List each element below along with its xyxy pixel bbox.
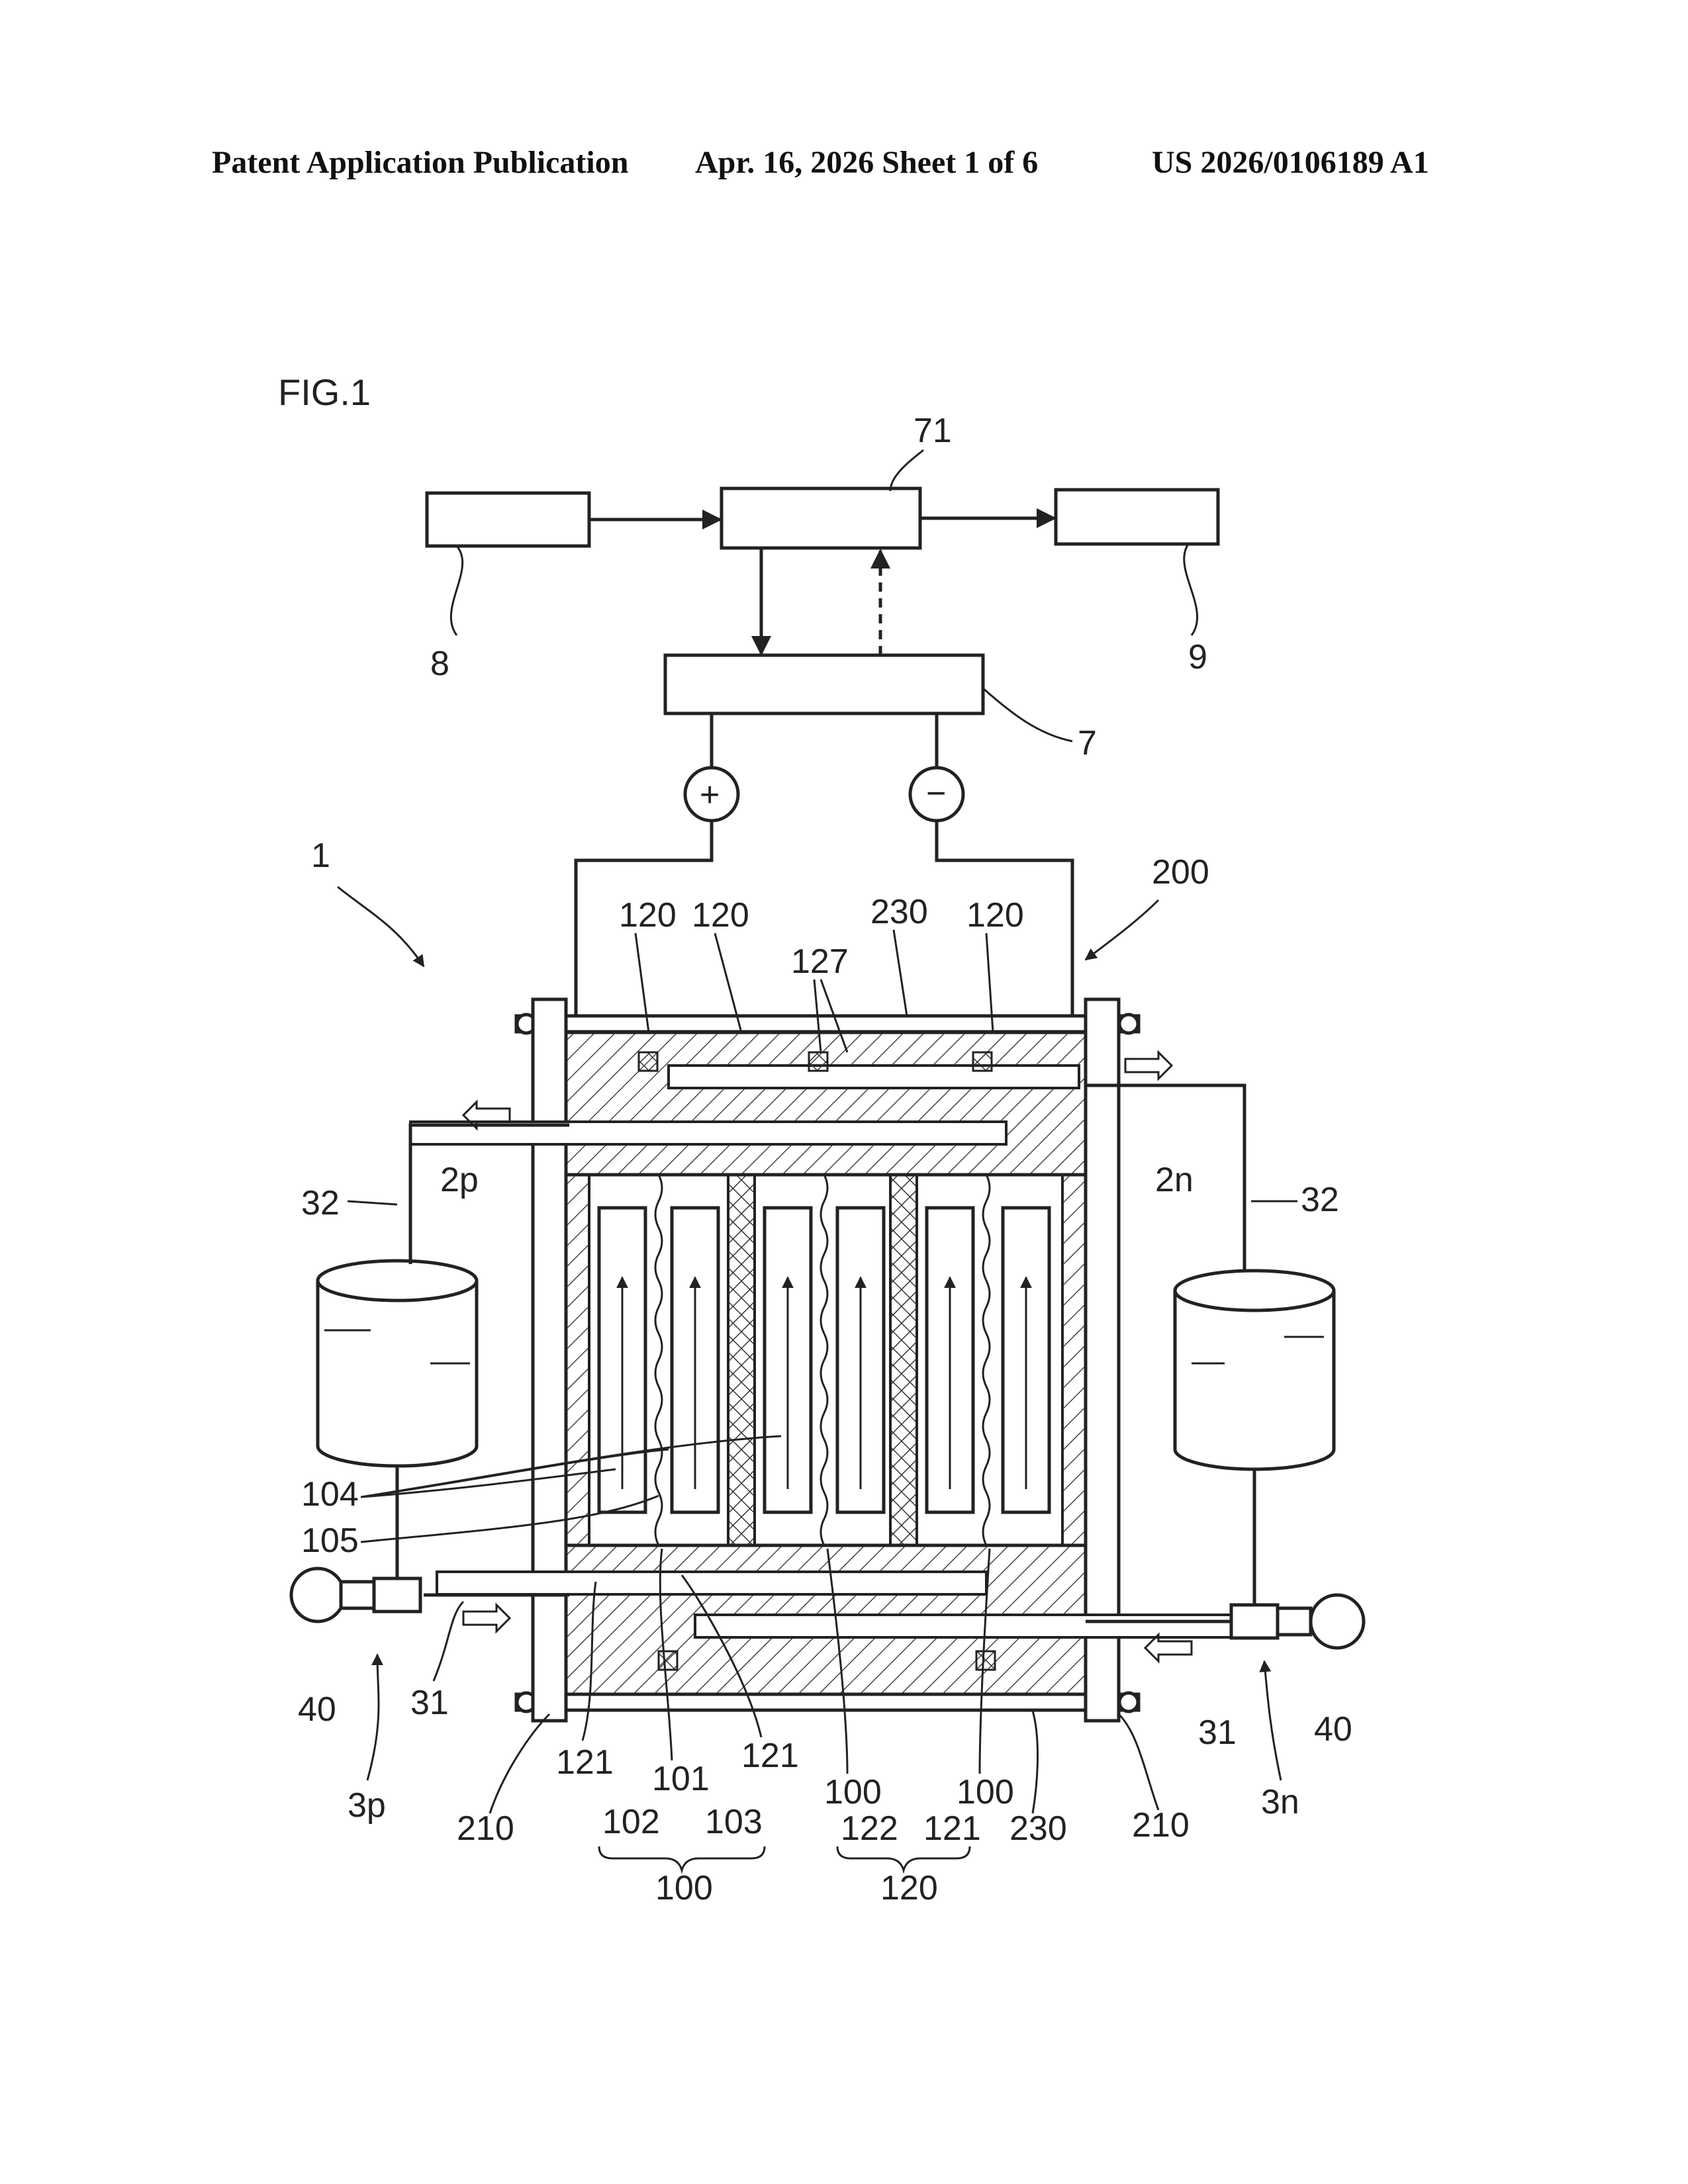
leader-1 <box>338 887 424 966</box>
block-8 <box>427 493 589 546</box>
seal-top-3 <box>973 1052 992 1071</box>
label-7: 7 <box>1078 724 1097 762</box>
brace-120 <box>837 1846 970 1870</box>
leader-9 <box>1184 544 1197 635</box>
label-121-a: 121 <box>556 1743 614 1782</box>
end-plate-left <box>533 999 566 1721</box>
leader-7 <box>983 688 1072 741</box>
label-120-group: 120 <box>880 1869 938 1907</box>
label-40-left: 40 <box>298 1690 336 1729</box>
side-wall-right <box>1062 1175 1086 1545</box>
label-230-bottom: 230 <box>1009 1809 1067 1848</box>
pump-negative <box>1311 1595 1364 1648</box>
nut-top-right <box>1119 1015 1138 1033</box>
label-9: 9 <box>1188 638 1207 676</box>
label-121-c: 121 <box>923 1809 981 1848</box>
label-105: 105 <box>301 1522 359 1560</box>
pump-connector-negative <box>1231 1605 1278 1638</box>
wire-positive <box>576 713 712 1019</box>
label-71: 71 <box>914 412 952 450</box>
pump-positive-body <box>341 1582 374 1608</box>
seal-bottom-2 <box>976 1651 995 1670</box>
label-102: 102 <box>602 1803 660 1841</box>
bottom-manifold-upper <box>437 1572 986 1594</box>
label-3p: 3p <box>348 1786 386 1825</box>
label-104: 104 <box>301 1475 359 1514</box>
label-100-group: 100 <box>655 1869 713 1907</box>
figure-title: FIG.1 <box>278 371 371 413</box>
hollow-arrow-top-right <box>1125 1052 1172 1079</box>
label-127: 127 <box>791 942 849 981</box>
leader-230-top <box>894 930 907 1016</box>
block-7 <box>665 655 983 713</box>
pump-positive <box>291 1569 344 1621</box>
leader-200 <box>1086 900 1158 960</box>
seal-bottom-1 <box>659 1651 677 1670</box>
label-101: 101 <box>652 1760 710 1798</box>
hollow-arrow-bottom-left <box>463 1605 510 1631</box>
block-71 <box>722 488 920 548</box>
leader-8 <box>451 546 462 635</box>
label-40-right: 40 <box>1314 1710 1352 1749</box>
leader-71 <box>890 450 923 491</box>
pump-connector-positive <box>374 1578 420 1612</box>
label-200: 200 <box>1152 853 1209 891</box>
label-32-right: 32 <box>1301 1181 1339 1219</box>
label-120-b: 120 <box>692 896 749 934</box>
label-2p: 2p <box>440 1161 479 1199</box>
label-210-left: 210 <box>457 1809 514 1848</box>
leader-210-right <box>1119 1714 1158 1810</box>
nut-bottom-right <box>1119 1693 1138 1711</box>
label-32-left: 32 <box>301 1184 340 1222</box>
bottom-manifold-lower <box>695 1615 1244 1637</box>
seal-top-1 <box>639 1052 657 1071</box>
label-2n: 2n <box>1155 1161 1194 1199</box>
leader-32-left <box>348 1201 397 1205</box>
label-100-b: 100 <box>957 1773 1014 1811</box>
label-100-a: 100 <box>824 1773 882 1811</box>
tank-negative <box>1175 1291 1334 1469</box>
label-31-right: 31 <box>1198 1713 1237 1752</box>
end-plate-right <box>1086 999 1119 1721</box>
label-210-right: 210 <box>1132 1806 1190 1844</box>
label-103: 103 <box>705 1803 763 1841</box>
tank-negative-top <box>1175 1271 1334 1310</box>
label-120-a: 120 <box>619 896 677 934</box>
tie-rod-bottom <box>516 1694 1139 1710</box>
tank-positive <box>318 1281 477 1466</box>
block-9 <box>1056 490 1218 544</box>
bipolar-plate-2 <box>890 1175 917 1545</box>
minus-symbol: − <box>926 774 946 813</box>
wire-negative <box>937 713 1072 1019</box>
pump-negative-body <box>1278 1608 1311 1635</box>
label-8: 8 <box>430 645 449 683</box>
label-31-left: 31 <box>410 1684 449 1722</box>
leader-210-left <box>490 1714 549 1813</box>
plus-symbol: + <box>700 776 720 814</box>
leader-3p <box>367 1655 379 1780</box>
bipolar-plate-1 <box>728 1175 755 1545</box>
leader-3n <box>1264 1661 1281 1780</box>
leader-31-left <box>434 1602 463 1681</box>
seal-top-2 <box>809 1052 827 1071</box>
label-230-top: 230 <box>870 893 928 931</box>
tank-positive-top <box>318 1261 477 1300</box>
label-122: 122 <box>841 1809 898 1848</box>
label-121-b: 121 <box>741 1737 799 1775</box>
label-3n: 3n <box>1261 1783 1299 1821</box>
label-120-c: 120 <box>966 896 1024 934</box>
tie-rod-top <box>516 1016 1139 1032</box>
side-wall-left <box>566 1175 589 1545</box>
brace-100 <box>599 1846 765 1870</box>
top-manifold-upper <box>669 1066 1079 1088</box>
leader-230-bottom <box>1033 1711 1038 1813</box>
label-1: 1 <box>311 837 330 875</box>
